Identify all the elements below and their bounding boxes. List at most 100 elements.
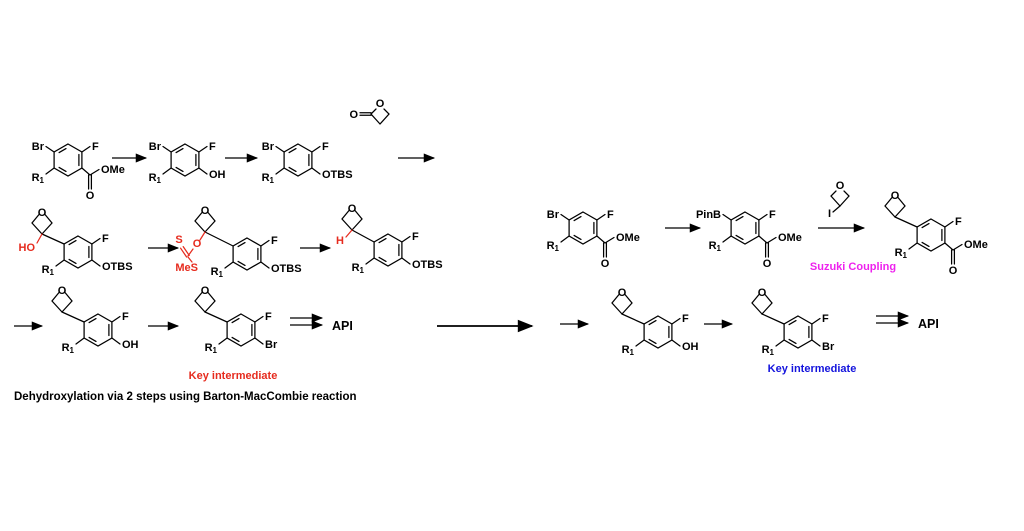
benzene-ring bbox=[83, 313, 113, 347]
bottom-note: Dehydroxylation via 2 steps using Barton… bbox=[14, 391, 357, 403]
benzene-ring bbox=[170, 143, 200, 177]
key-intermediate-label-left: Key intermediate bbox=[189, 370, 278, 382]
atom-label-r1: R1 bbox=[709, 240, 722, 253]
substituent-bonds bbox=[908, 220, 963, 251]
substituent-bonds bbox=[162, 145, 208, 175]
atom-label-ome: OMe bbox=[616, 232, 640, 244]
atom-label-r1: R1 bbox=[547, 240, 560, 253]
suzuki-coupling-label: Suzuki Coupling bbox=[810, 261, 896, 273]
linker-bond bbox=[761, 313, 785, 325]
atom-label-f: F bbox=[122, 311, 129, 323]
benzene-ring bbox=[63, 235, 93, 269]
atom-label-f: F bbox=[822, 313, 829, 325]
atom-label-otbs: OTBS bbox=[271, 263, 302, 275]
oxetane-ring bbox=[884, 189, 906, 218]
oxetane-ring bbox=[751, 286, 773, 315]
benzene-ring bbox=[53, 143, 83, 177]
hydroxyl-bond bbox=[36, 233, 43, 244]
atom-label-mes: MeS bbox=[175, 262, 198, 274]
atom-label-r1: R1 bbox=[622, 344, 635, 357]
oxetane-ring bbox=[194, 284, 216, 313]
key-intermediate-label-right: Key intermediate bbox=[768, 363, 857, 375]
linker-bond bbox=[41, 233, 65, 245]
atom-label-br: Br bbox=[32, 141, 45, 153]
substituent-bonds bbox=[218, 315, 264, 345]
benzene-ring bbox=[283, 143, 313, 177]
structure-oxetane-benzyl-bromide-left: F R1 Br bbox=[194, 284, 278, 355]
oxetane-ring bbox=[611, 286, 633, 315]
structure-pinacol-boronate-ester: PinB F R1 O OMe bbox=[696, 209, 802, 270]
carbonyl-double-bond bbox=[764, 242, 770, 258]
structure-deoxygenated-oxetane-intermediate: H F R1 OTBS bbox=[336, 202, 443, 275]
atom-label-o: O bbox=[601, 258, 610, 270]
benzene-ring bbox=[568, 211, 598, 245]
substituent-bonds bbox=[45, 145, 100, 176]
atom-label-f: F bbox=[607, 209, 614, 221]
substituent-bonds bbox=[75, 315, 121, 345]
structure-aryl-bromide-methyl-ester: Br F R1 O OMe bbox=[32, 141, 125, 202]
carbonyl-double-bond bbox=[87, 174, 93, 190]
atom-label-f: F bbox=[412, 231, 419, 243]
atom-label-r1: R1 bbox=[32, 172, 45, 185]
benzene-ring bbox=[916, 218, 946, 252]
atom-label-ome: OMe bbox=[778, 232, 802, 244]
atom-label-o: O bbox=[376, 98, 385, 110]
atom-label-br: Br bbox=[265, 339, 278, 351]
atom-label-o: O bbox=[763, 258, 772, 270]
atom-label-oh: OH bbox=[122, 339, 139, 351]
atom-label-br: Br bbox=[822, 341, 835, 353]
oxetane-ring bbox=[341, 202, 363, 231]
structure-xanthate-intermediate: O S MeS F R1 OTBS bbox=[175, 204, 302, 279]
oxetane-ring bbox=[830, 190, 850, 207]
atom-label-o: O bbox=[949, 265, 958, 277]
api-label-left: API bbox=[332, 319, 353, 333]
hydrogen-bond bbox=[345, 229, 353, 238]
atom-label-o: O bbox=[349, 109, 358, 121]
atom-label-h: H bbox=[336, 235, 344, 247]
linker-bond bbox=[61, 311, 85, 323]
atom-label-f: F bbox=[955, 216, 962, 228]
atom-label-s: S bbox=[175, 234, 182, 246]
carbonyl-double-bond bbox=[950, 249, 956, 265]
atom-label-oh: OH bbox=[209, 169, 226, 181]
atom-label-r1: R1 bbox=[205, 342, 218, 355]
atom-label-i: I bbox=[828, 208, 831, 220]
substituent-bonds bbox=[722, 213, 777, 244]
reagent-oxetanone: O O bbox=[349, 98, 390, 125]
substituent-bonds bbox=[55, 237, 101, 267]
benzene-ring bbox=[730, 211, 760, 245]
atom-label-ome: OMe bbox=[101, 164, 125, 176]
linker-bond bbox=[894, 216, 918, 228]
oxetane-ring bbox=[31, 206, 53, 235]
oxetane-ring bbox=[51, 284, 73, 313]
atom-label-f: F bbox=[265, 311, 272, 323]
structure-aryl-bromide-otbs-ether: Br F R1 OTBS bbox=[262, 141, 353, 185]
reagent-iodo-oxetane: O I bbox=[828, 180, 850, 220]
benzene-ring bbox=[232, 237, 262, 271]
structure-oxetane-benzyl-alcohol-left: F R1 OH bbox=[51, 284, 139, 355]
thiocarbonyl-double-bond bbox=[179, 245, 190, 258]
carbonyl-double-bond bbox=[602, 242, 608, 258]
linker-bond bbox=[204, 311, 228, 323]
atom-label-f: F bbox=[271, 235, 278, 247]
atom-label-f: F bbox=[92, 141, 99, 153]
structure-oxetane-aryl-ester: F R1 O OMe bbox=[884, 189, 988, 277]
linker-bond bbox=[621, 313, 645, 325]
atom-label-otbs: OTBS bbox=[322, 169, 353, 181]
atom-label-r1: R1 bbox=[211, 266, 224, 279]
linker-bond bbox=[351, 229, 375, 243]
atom-label-r1: R1 bbox=[62, 342, 75, 355]
atom-label-otbs: OTBS bbox=[102, 261, 133, 273]
benzene-ring bbox=[783, 315, 813, 349]
oxetanone-carbonyl bbox=[359, 112, 372, 116]
benzene-ring bbox=[226, 313, 256, 347]
atom-label-r1: R1 bbox=[42, 264, 55, 277]
atom-label-ho: HO bbox=[19, 242, 36, 254]
structure-oxetanol-otbs-intermediate: HO F R1 OTBS bbox=[19, 206, 133, 277]
structure-aryl-bromide-ester-right: Br F R1 O OMe bbox=[547, 209, 640, 270]
atom-label-r1: R1 bbox=[262, 172, 275, 185]
atom-label-f: F bbox=[769, 209, 776, 221]
atom-label-f: F bbox=[102, 233, 109, 245]
